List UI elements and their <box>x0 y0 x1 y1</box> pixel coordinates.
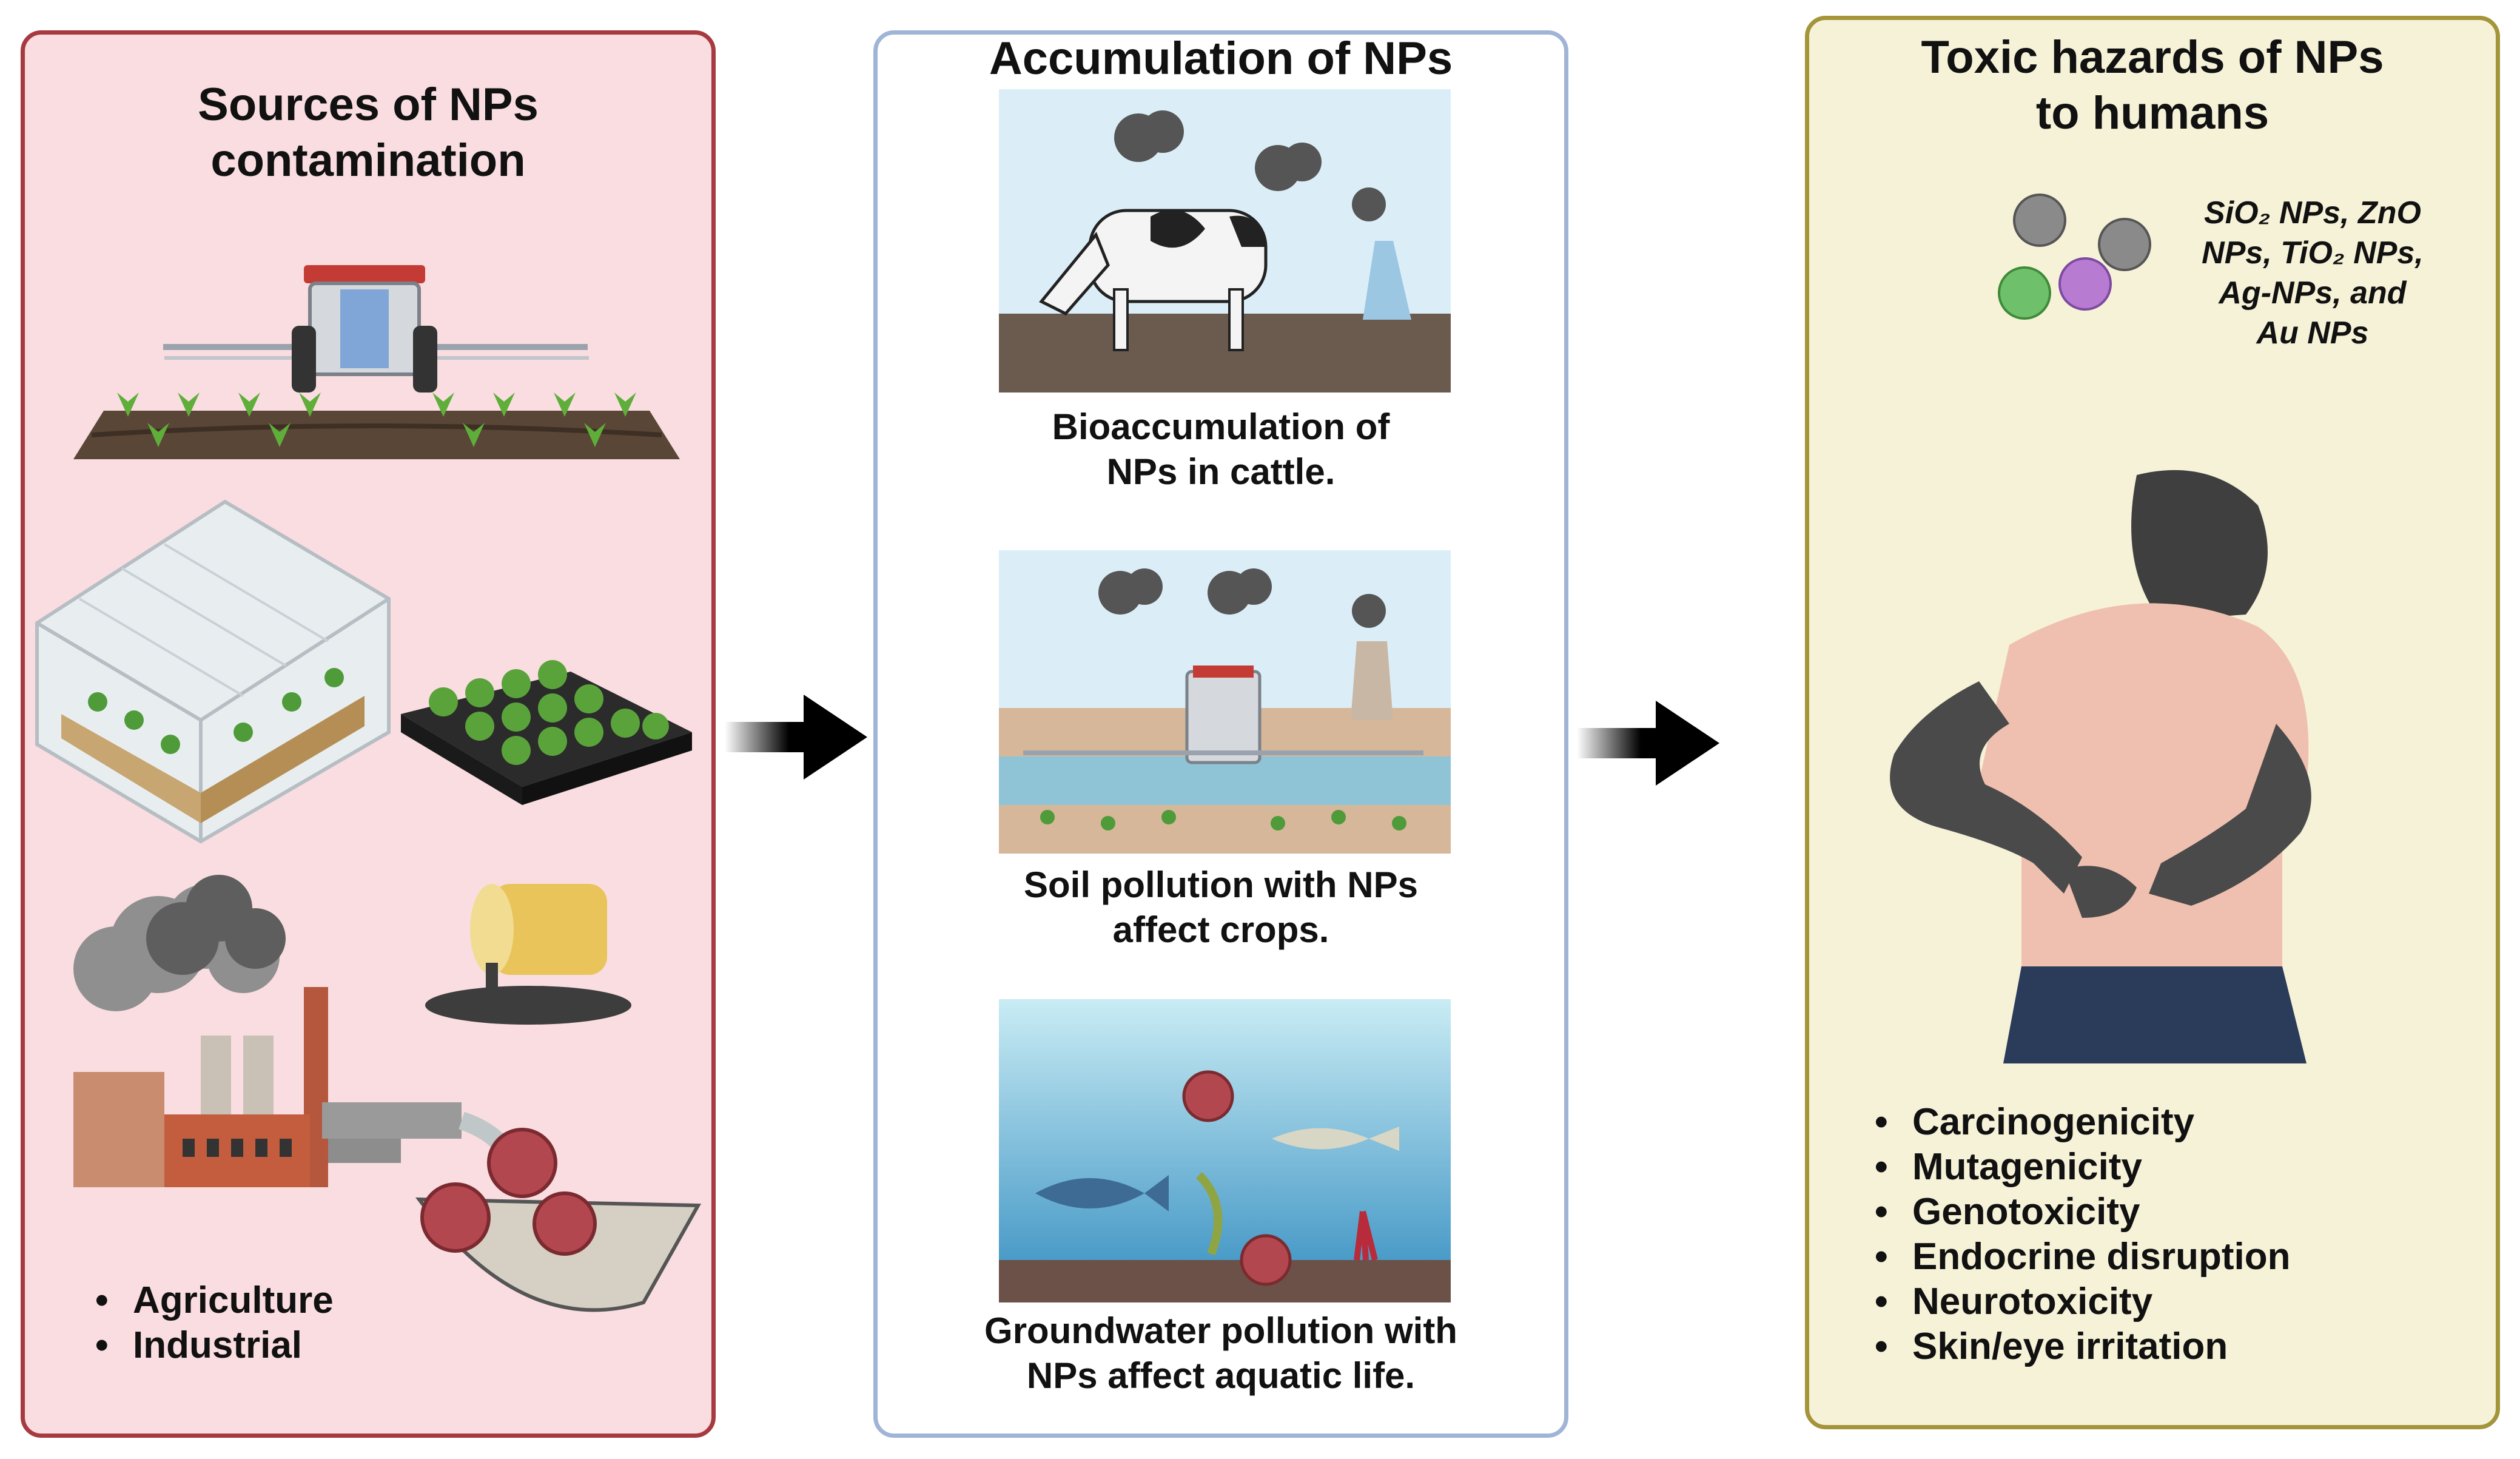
arrow-right-icon <box>1577 701 1719 786</box>
list-item: Skin/eye irritation <box>1870 1324 2290 1369</box>
oil-barrel-icon <box>425 884 631 1025</box>
hazards-bullet-list: Carcinogenicity Mutagenicity Genotoxicit… <box>1870 1100 2290 1369</box>
fish-icon <box>1035 1175 1169 1211</box>
hazards-panel: Toxic hazards of NPs to humans SiO₂ NPs,… <box>1805 16 2500 1429</box>
person-abdominal-pain-icon <box>1890 470 2311 1063</box>
greenhouse-icon <box>35 499 391 844</box>
seedling-tray-icon <box>401 660 692 805</box>
list-item: Neurotoxicity <box>1870 1279 2290 1324</box>
list-item: Endocrine disruption <box>1870 1235 2290 1279</box>
soil-caption: Soil pollution with NPs affect crops. <box>1024 864 1418 950</box>
arrow-right-icon <box>725 695 867 780</box>
accumulation-panel: Accumulation of NPs Bioaccumulation of N… <box>873 30 1568 1438</box>
list-item: Mutagenicity <box>1870 1145 2290 1190</box>
nanoparticle-discharge-icon <box>322 1102 702 1312</box>
cow-icon <box>1039 209 1268 351</box>
soil-crop-scene-image <box>999 550 1451 854</box>
accumulation-title: Accumulation of NPs <box>989 33 1453 84</box>
nanoparticle-list: SiO₂ NPs, ZnO NPs, TiO₂ NPs, Ag-NPs, and… <box>2202 195 2424 351</box>
groundwater-caption: Groundwater pollution with NPs affect aq… <box>984 1310 1457 1396</box>
sources-bullet-list: Agriculture Industrial <box>90 1278 334 1368</box>
list-item: Genotoxicity <box>1870 1190 2290 1235</box>
cattle-caption: Bioaccumulation of NPs in cattle. <box>1052 406 1390 492</box>
cow-scene-image <box>999 89 1451 393</box>
sources-title: Sources of NPs contamination <box>198 79 539 186</box>
fish-icon <box>1272 1127 1399 1151</box>
hazards-title: Toxic hazards of NPs to humans <box>1921 32 2384 139</box>
sources-panel: Sources of NPs contamination <box>21 30 716 1438</box>
list-item: Industrial <box>90 1323 334 1368</box>
tractor-sprayer-icon <box>73 265 680 459</box>
nanoparticle-icon <box>1998 194 2151 320</box>
groundwater-scene-image <box>999 999 1451 1302</box>
list-item: Agriculture <box>90 1278 334 1323</box>
list-item: Carcinogenicity <box>1870 1100 2290 1145</box>
